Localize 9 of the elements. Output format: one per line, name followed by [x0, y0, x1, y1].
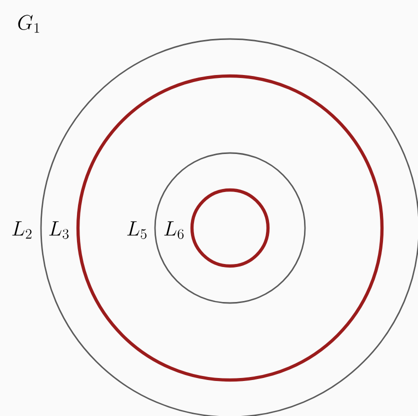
ring-label: $L_6$ [164, 221, 184, 239]
ring-label: $L_5$ [127, 221, 146, 239]
ring [40, 38, 418, 416]
ring [154, 152, 306, 304]
ring-label: $L_3$ [49, 221, 69, 239]
ring [76, 74, 384, 382]
ring [190, 188, 270, 268]
ring-label: $L_2$ [12, 221, 32, 239]
graph-label: $G_1$ [18, 14, 40, 33]
